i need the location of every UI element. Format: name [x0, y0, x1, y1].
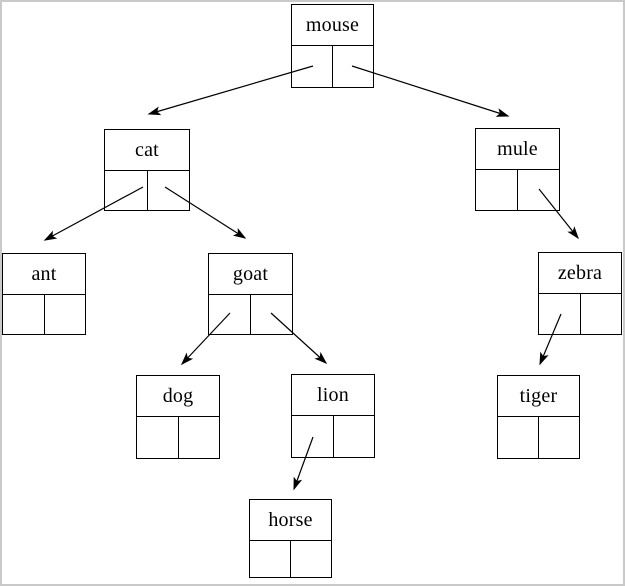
node-zebra-left-pointer-cell — [539, 294, 581, 334]
node-label-zebra: zebra — [539, 253, 621, 294]
node-label-ant: ant — [3, 254, 85, 295]
node-pointer-cells-tiger — [498, 417, 579, 458]
node-label-mouse: mouse — [292, 5, 373, 46]
node-pointer-cells-horse — [250, 541, 331, 577]
tree-node-lion: lion — [291, 374, 375, 458]
node-label-cat: cat — [105, 130, 189, 171]
node-goat-right-pointer-cell — [251, 295, 292, 334]
node-mule-left-pointer-cell — [476, 170, 518, 210]
node-mouse-left-pointer-cell — [292, 46, 333, 87]
node-pointer-cells-mule — [476, 170, 559, 210]
node-goat-left-pointer-cell — [209, 295, 251, 334]
node-label-horse: horse — [250, 500, 331, 541]
node-label-dog: dog — [137, 376, 219, 417]
node-tiger-left-pointer-cell — [498, 417, 539, 458]
node-label-tiger: tiger — [498, 376, 579, 417]
node-ant-left-pointer-cell — [3, 295, 45, 334]
node-ant-right-pointer-cell — [45, 295, 86, 334]
node-horse-right-pointer-cell — [291, 541, 331, 577]
node-cat-right-pointer-cell — [148, 171, 190, 210]
node-label-lion: lion — [292, 375, 374, 416]
node-dog-left-pointer-cell — [137, 417, 179, 458]
tree-node-dog: dog — [136, 375, 220, 459]
node-cat-left-pointer-cell — [105, 171, 148, 210]
node-label-goat: goat — [209, 254, 292, 295]
node-pointer-cells-goat — [209, 295, 292, 334]
node-label-mule: mule — [476, 129, 559, 170]
tree-node-mule: mule — [475, 128, 560, 211]
node-pointer-cells-zebra — [539, 294, 621, 334]
node-horse-left-pointer-cell — [250, 541, 291, 577]
arrow-mouse-left-to-cat — [147, 65, 314, 116]
node-lion-right-pointer-cell — [334, 416, 375, 457]
node-mule-right-pointer-cell — [518, 170, 559, 210]
node-pointer-cells-dog — [137, 417, 219, 458]
node-zebra-right-pointer-cell — [581, 294, 622, 334]
node-dog-right-pointer-cell — [179, 417, 220, 458]
node-pointer-cells-mouse — [292, 46, 373, 87]
tree-node-tiger: tiger — [497, 375, 580, 459]
arrow-mouse-right-to-mule — [351, 65, 510, 117]
node-pointer-cells-cat — [105, 171, 189, 210]
tree-node-mouse: mouse — [291, 4, 374, 88]
node-pointer-cells-ant — [3, 295, 85, 334]
node-pointer-cells-lion — [292, 416, 374, 457]
node-mouse-right-pointer-cell — [333, 46, 373, 87]
tree-node-cat: cat — [104, 129, 190, 211]
tree-node-horse: horse — [249, 499, 332, 578]
tree-node-zebra: zebra — [538, 252, 622, 335]
node-lion-left-pointer-cell — [292, 416, 334, 457]
tree-node-ant: ant — [2, 253, 86, 335]
node-tiger-right-pointer-cell — [539, 417, 579, 458]
tree-node-goat: goat — [208, 253, 293, 335]
